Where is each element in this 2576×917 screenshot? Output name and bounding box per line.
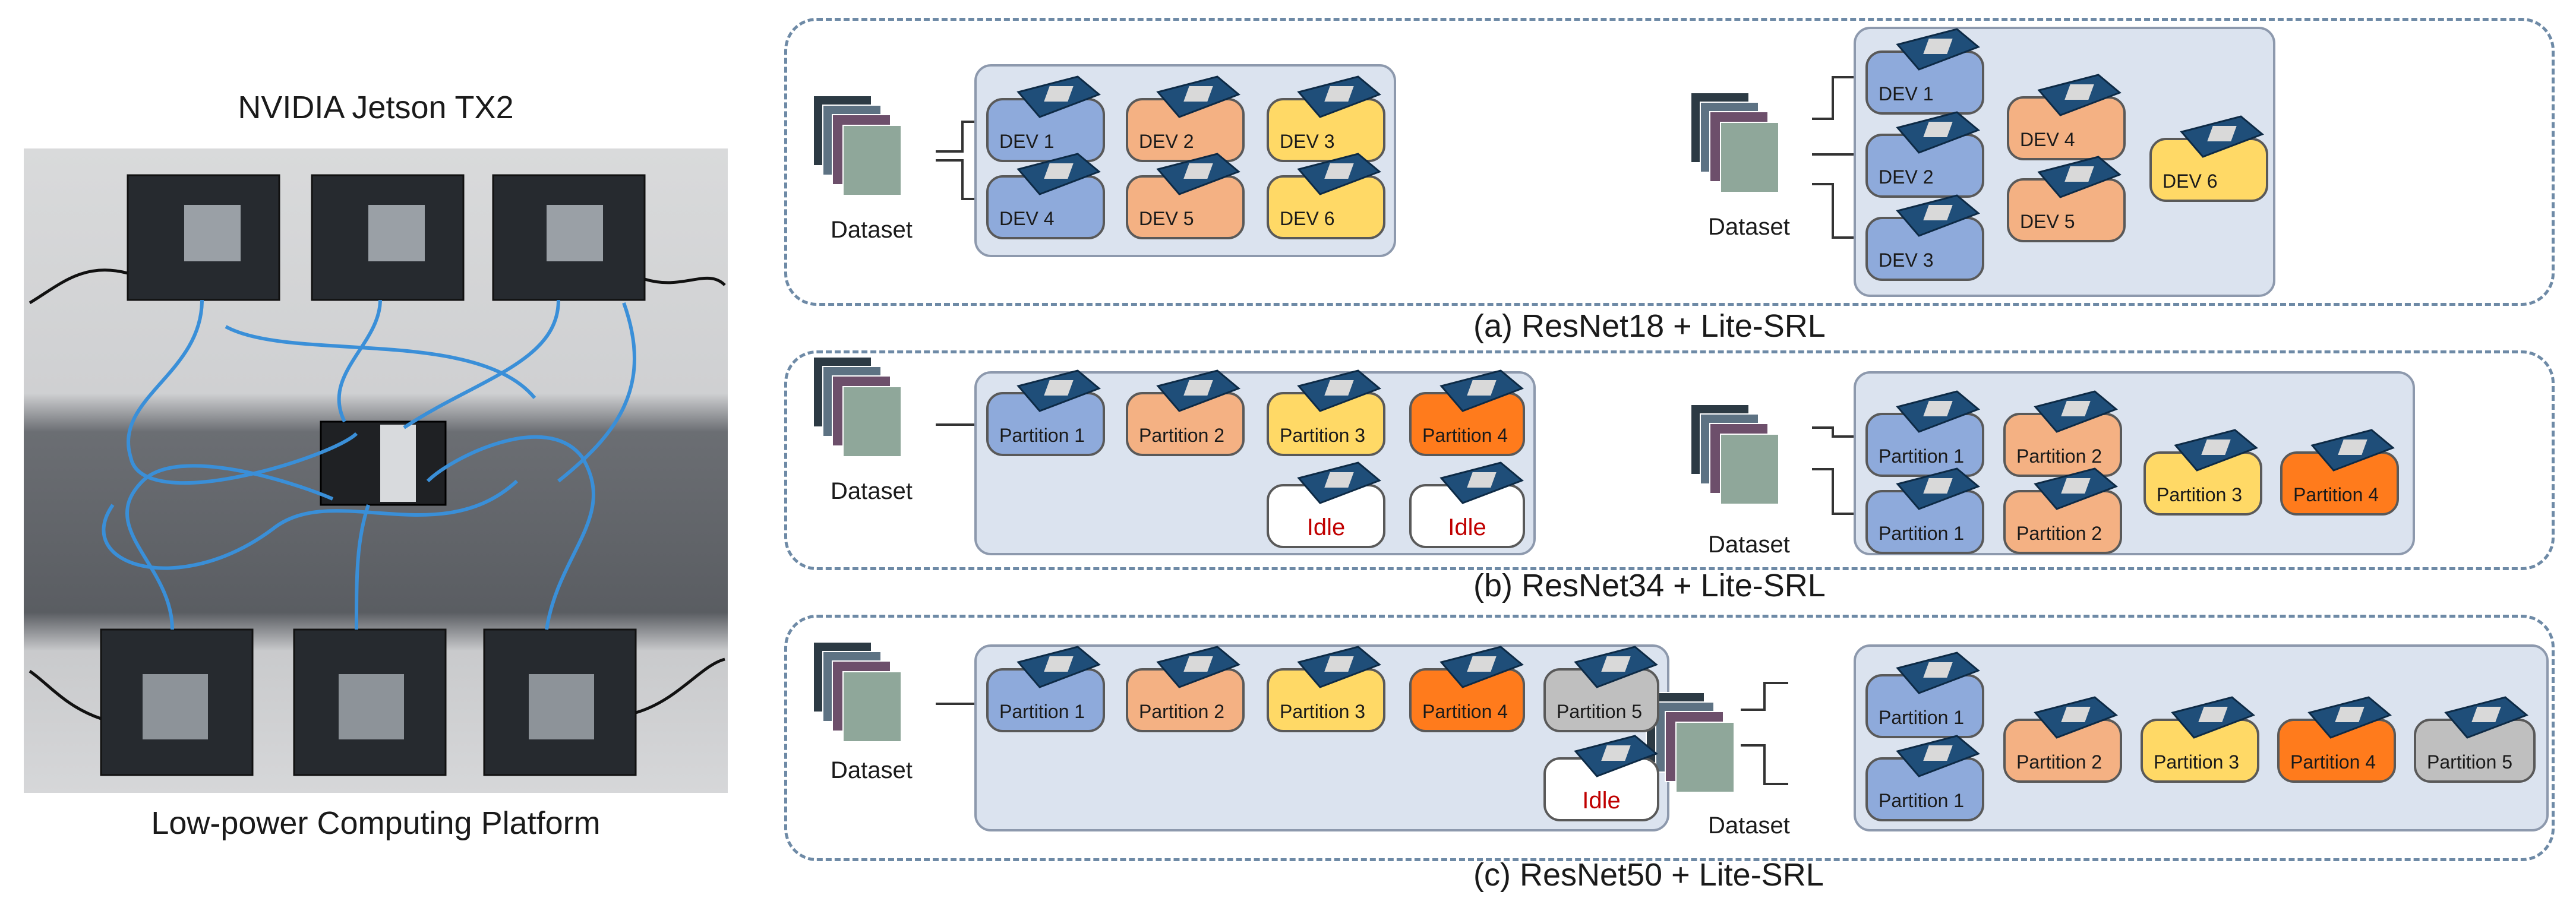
dataset-stack-icon	[1646, 692, 1735, 796]
jetson-board-icon	[2037, 156, 2122, 198]
jetson-board-icon	[1297, 461, 1381, 504]
jetson-board-icon	[1896, 390, 1980, 433]
device-node: DEV 4	[2007, 74, 2126, 160]
jetson-board-icon	[1016, 646, 1101, 688]
idle-node: Idle	[1409, 461, 1525, 548]
jetson-board-icon	[2034, 467, 2118, 510]
jetson-board-icon	[100, 174, 646, 776]
jetson-board-icon	[1574, 735, 1658, 777]
hardware-photo	[24, 148, 728, 793]
jetson-board-icon	[1439, 369, 1524, 412]
jetson-board-icon	[1297, 369, 1381, 412]
jetson-board-icon	[1156, 153, 1240, 195]
jetson-board-icon	[1439, 646, 1524, 688]
device-node: DEV 2	[1865, 111, 1984, 198]
partition-node: Partition 4	[2277, 696, 2396, 783]
dataset-label: Dataset	[831, 478, 913, 504]
dataset-label: Dataset	[1708, 812, 1790, 839]
dataset-stack-icon	[813, 95, 902, 199]
jetson-board-icon	[1896, 467, 1980, 510]
partition-node: Partition 2	[2003, 467, 2122, 554]
partition-node: Partition 4	[1409, 369, 1525, 456]
jetson-board-icon	[1016, 153, 1101, 195]
photo-title: NVIDIA Jetson TX2	[238, 90, 514, 125]
partition-node: Partition 5	[1543, 646, 1659, 732]
device-node: DEV 6	[2149, 115, 2268, 202]
partition-node: Partition 5	[2414, 696, 2536, 783]
jetson-board-icon	[1297, 153, 1381, 195]
partition-node: Partition 3	[1267, 646, 1385, 732]
jetson-board-icon	[1156, 75, 1240, 118]
partition-node: Partition 4	[2280, 429, 2399, 516]
device-node: DEV 4	[986, 153, 1105, 239]
jetson-board-icon	[2034, 696, 2118, 739]
partition-node: Partition 3	[1267, 369, 1385, 456]
dataset-label: Dataset	[1708, 214, 1790, 240]
idle-node: Idle	[1543, 735, 1659, 821]
jetson-board-icon	[2037, 74, 2122, 116]
device-node: DEV 2	[1126, 75, 1245, 162]
panel-b-frame	[784, 350, 2555, 570]
dataset-stack-icon	[1690, 404, 1779, 508]
partition-node: Partition 3	[2141, 696, 2259, 783]
panel-b-caption: (b) ResNet34 + Lite-SRL	[1473, 568, 1826, 603]
jetson-board-icon	[2310, 429, 2395, 472]
panel-a-caption: (a) ResNet18 + Lite-SRL	[1473, 308, 1826, 344]
jetson-board-icon	[1297, 75, 1381, 118]
jetson-board-icon	[2180, 115, 2264, 158]
partition-node: Partition 1	[986, 369, 1105, 456]
jetson-board-icon	[1896, 28, 1980, 71]
jetson-board-icon	[1156, 369, 1240, 412]
device-node: DEV 5	[1126, 153, 1245, 239]
jetson-board-icon	[1896, 735, 1980, 777]
jetson-board-icon	[1016, 75, 1101, 118]
jetson-board-icon	[1896, 194, 1980, 237]
dataset-stack-icon	[813, 641, 902, 745]
partition-node: Partition 1	[1865, 735, 1984, 821]
jetson-board-icon	[1896, 652, 1980, 694]
dataset-stack-icon	[1690, 92, 1779, 196]
dataset-label: Dataset	[831, 217, 913, 243]
jetson-board-icon	[1896, 111, 1980, 154]
device-node: DEV 5	[2007, 156, 2126, 242]
partition-node: Partition 1	[1865, 652, 1984, 738]
partition-node: Partition 1	[1865, 467, 1984, 554]
panel-a-frame	[784, 18, 2555, 306]
jetson-board-icon	[2307, 696, 2392, 739]
partition-node: Partition 1	[986, 646, 1105, 732]
jetson-board-icon	[1439, 461, 1524, 504]
jetson-board-icon	[2444, 696, 2528, 739]
panel-c-caption: (c) ResNet50 + Lite-SRL	[1473, 857, 1824, 893]
device-node: DEV 3	[1865, 194, 1984, 281]
device-node: DEV 1	[986, 75, 1105, 162]
device-node: DEV 6	[1267, 153, 1385, 239]
partition-node: Partition 2	[1126, 369, 1245, 456]
partition-node: Partition 1	[1865, 390, 1984, 477]
device-node: DEV 1	[1865, 28, 1984, 115]
partition-node: Partition 2	[1126, 646, 1245, 732]
photo-caption: Low-power Computing Platform	[151, 805, 601, 841]
jetson-board-icon	[1016, 369, 1101, 412]
jetson-board-icon	[1574, 646, 1658, 688]
jetson-board-icon	[2171, 696, 2255, 739]
dataset-stack-icon	[813, 356, 902, 460]
jetson-board-icon	[1156, 646, 1240, 688]
device-node: DEV 3	[1267, 75, 1385, 162]
panel-c-frame	[784, 615, 2555, 861]
jetson-board-icon	[2174, 429, 2258, 472]
partition-node: Partition 2	[2003, 696, 2122, 783]
jetson-board-icon	[1297, 646, 1381, 688]
partition-node: Partition 4	[1409, 646, 1525, 732]
dataset-label: Dataset	[831, 757, 913, 783]
partition-node: Partition 3	[2143, 429, 2262, 516]
jetson-board-icon	[2034, 390, 2118, 433]
idle-node: Idle	[1267, 461, 1385, 548]
partition-node: Partition 2	[2003, 390, 2122, 477]
dataset-label: Dataset	[1708, 532, 1790, 558]
